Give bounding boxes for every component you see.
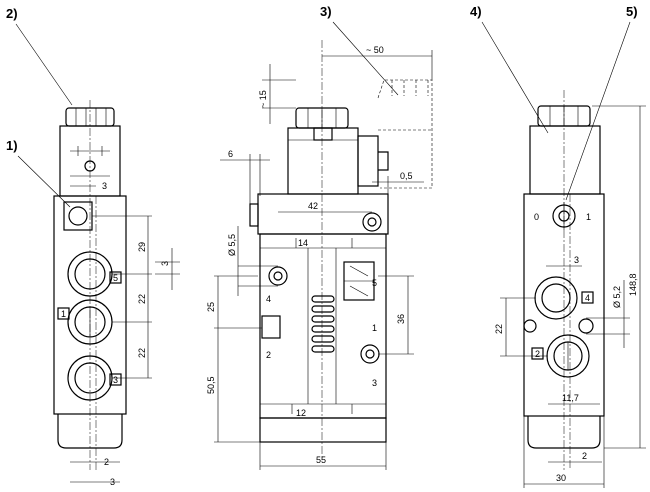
- switch-label-0: 0: [534, 212, 539, 222]
- dim-55: 55: [316, 455, 326, 465]
- dim-22-left-a: 22: [137, 294, 147, 304]
- dim-148-8: 148,8: [628, 273, 638, 296]
- mid-port-1: 1: [372, 323, 377, 333]
- dim-3-left-side: 3: [160, 261, 170, 266]
- dim-approx-15: ~ 15: [258, 90, 268, 108]
- mid-port-4: 4: [266, 294, 271, 304]
- dim-phi-5-2: Ø 5,2: [612, 286, 622, 308]
- dim-0-5: 0,5: [400, 171, 413, 181]
- dim-2-right: 2: [582, 451, 587, 461]
- left-port-5: 5: [113, 273, 118, 283]
- dim-42: 42: [308, 201, 318, 211]
- dim-3-left-top: 3: [102, 181, 107, 191]
- dim-approx-50: ~ 50: [366, 45, 384, 55]
- dim-36: 36: [396, 314, 406, 324]
- callout-1: 1): [6, 138, 18, 153]
- mid-port-2: 2: [266, 350, 271, 360]
- left-view: 5 1 3 3 29 22 22 3 2 3: [53, 100, 180, 487]
- left-port-1: 1: [61, 309, 66, 319]
- callout-2: 2): [6, 6, 18, 21]
- dim-22-right: 22: [494, 324, 504, 334]
- dim-50-5: 50,5: [206, 376, 216, 394]
- dim-3-left-bottom: 3: [110, 477, 115, 487]
- mid-port-14: 14: [298, 238, 308, 248]
- switch-label-1: 1: [586, 212, 591, 222]
- dim-29: 29: [137, 242, 147, 252]
- dim-6: 6: [228, 149, 233, 159]
- callout-5: 5): [626, 4, 638, 19]
- callout-leaders: [15, 21, 631, 208]
- middle-view: 14 12 4 5 1 2 3 ~ 50 ~ 15 6 0,5 42 Ø 5,5: [206, 40, 433, 470]
- callout-4: 4): [470, 4, 482, 19]
- mid-port-12: 12: [296, 408, 306, 418]
- right-view: 0 1 4 2 3 22 Ø 5,2 11,7: [494, 90, 646, 488]
- dim-2-left: 2: [104, 457, 109, 467]
- dim-22-left-b: 22: [137, 348, 147, 358]
- dim-30: 30: [556, 473, 566, 483]
- dim-25: 25: [206, 302, 216, 312]
- mid-port-3: 3: [372, 378, 377, 388]
- callout-labels: 2) 1) 3) 4) 5): [6, 4, 638, 153]
- right-port-4: 4: [585, 293, 590, 303]
- dim-phi-5-5: Ø 5,5: [227, 234, 237, 256]
- right-port-2: 2: [535, 349, 540, 359]
- dim-11-7: 11,7: [562, 393, 579, 403]
- callout-3: 3): [320, 4, 332, 19]
- dim-3-right: 3: [574, 255, 579, 265]
- mid-port-5: 5: [372, 278, 377, 288]
- left-port-3: 3: [113, 375, 118, 385]
